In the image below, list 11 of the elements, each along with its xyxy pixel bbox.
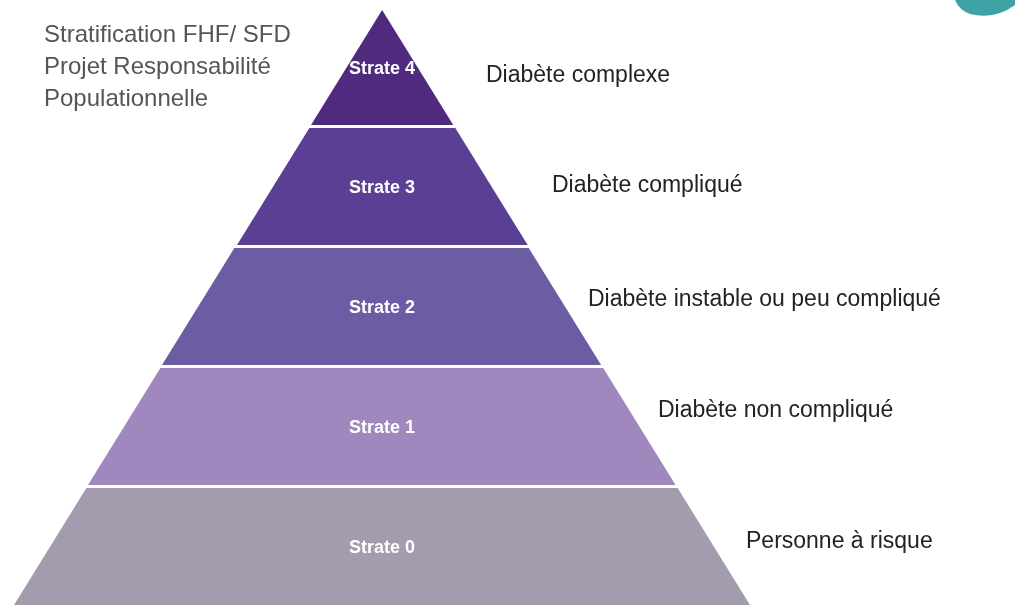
tier-label: Strate 4 [348, 57, 415, 78]
tier-description: Diabète non compliqué [658, 396, 894, 423]
tier-label: Strate 2 [348, 296, 415, 317]
tier-description: Diabète complexe [486, 61, 671, 88]
tier-description: Diabète compliqué [552, 171, 743, 198]
tier-description: Personne à risque [746, 527, 933, 554]
tier-label: Strate 0 [349, 536, 415, 557]
tier-label: Strate 1 [348, 416, 415, 437]
tier-description: Diabète instable ou peu compliqué [588, 285, 941, 312]
tier-label: Strate 3 [348, 176, 415, 197]
title: Stratification FHF/ SFD Projet Responsabilité Populationnelle [44, 19, 292, 113]
